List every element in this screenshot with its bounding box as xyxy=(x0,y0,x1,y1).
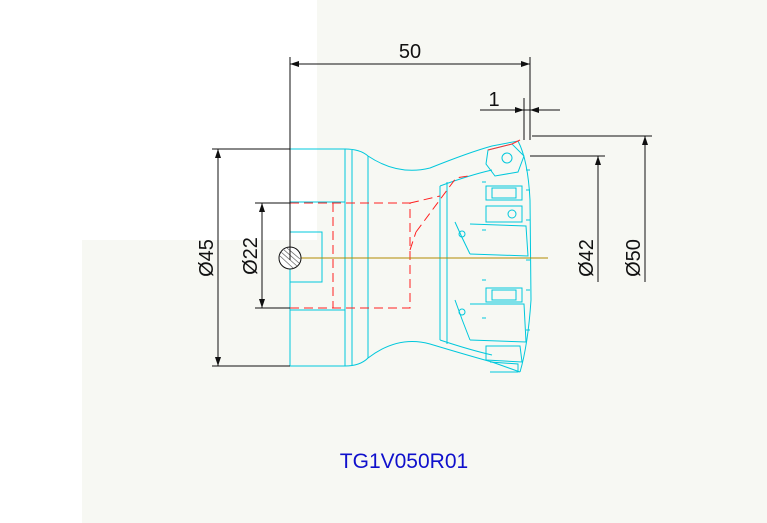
hidden-lines xyxy=(290,175,469,309)
dimension-overall-length: 50 xyxy=(399,41,421,63)
insert-edge-highlight xyxy=(487,139,521,151)
model-code-label: TG1V050R01 xyxy=(340,450,468,473)
dimension-cutting-diameter: Ø50 xyxy=(623,239,645,277)
dimension-body-diameter: Ø45 xyxy=(196,239,218,277)
dimension-bore-diameter: Ø22 xyxy=(240,237,262,275)
dimension-lines xyxy=(212,57,652,367)
paper-notch xyxy=(82,0,317,240)
dimension-insert-offset: 1 xyxy=(488,89,499,111)
dimension-inner-cutting-diameter: Ø42 xyxy=(576,239,598,277)
dimension-arrowheads xyxy=(215,61,648,366)
